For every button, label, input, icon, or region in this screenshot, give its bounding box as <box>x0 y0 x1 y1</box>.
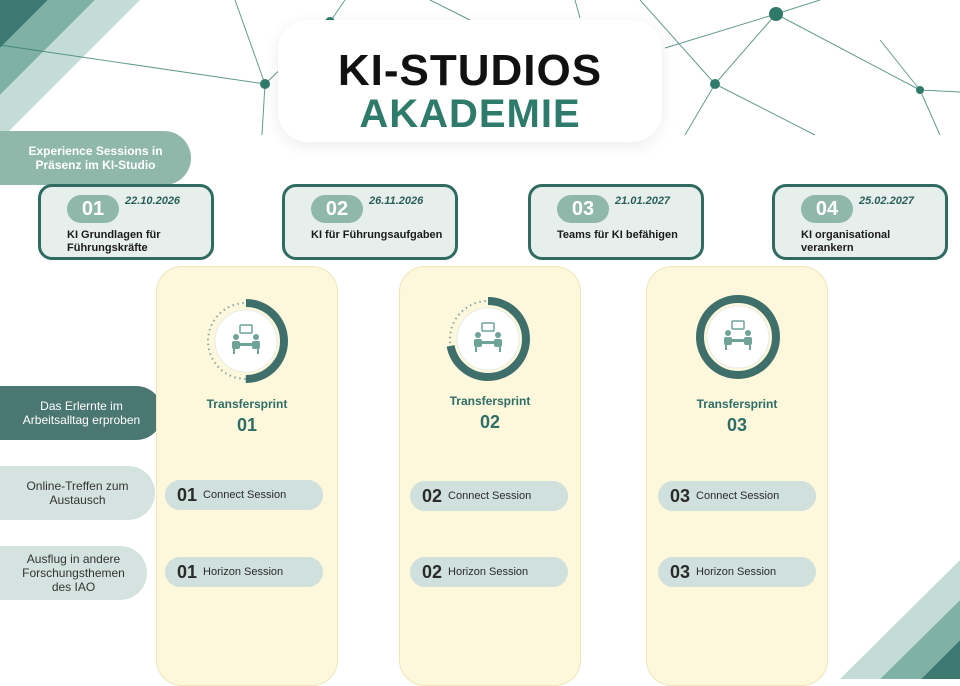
pill-label: Horizon Session <box>448 566 529 578</box>
connect-session-02: 02 Connect Session <box>410 481 568 511</box>
sprint-number: 02 <box>479 412 501 432</box>
corner-triangle <box>840 560 960 679</box>
pill-label: Connect Session <box>448 490 532 502</box>
progress-inner-circle <box>214 309 278 373</box>
session-card-01: 01 22.10.2026 KI Grundlagen für Führungs… <box>38 184 214 260</box>
session-number: 01 <box>67 195 119 223</box>
network-nodes <box>260 7 924 94</box>
title-box: KI-STUDIOS AKADEMIE <box>278 20 662 142</box>
session-title: KI für Führungsaufgaben <box>311 229 443 241</box>
title-ki-studios: KI-STUDIOS <box>337 46 603 95</box>
sprint-progress-1 <box>204 299 288 383</box>
pill-number: 03 <box>670 485 691 506</box>
progress-inner-circle <box>706 305 770 369</box>
pill-label: Horizon Session <box>696 566 777 578</box>
sprint-progress-2 <box>446 297 530 381</box>
session-title: Teams für KI befähigen <box>557 229 678 241</box>
progress-arc <box>446 297 530 381</box>
session-date: 22.10.2026 <box>125 195 181 207</box>
progress-arc <box>204 299 288 383</box>
pill-number: 02 <box>422 485 443 506</box>
session-number: 04 <box>801 195 853 223</box>
session-card-02: 02 26.11.2026 KI für Führungsaufgaben <box>282 184 458 260</box>
sprint-label: Transfersprint <box>449 394 531 408</box>
pill-label: Horizon Session <box>203 566 284 578</box>
meeting-icon <box>474 322 502 352</box>
label-ausflug: Ausflug in andere Forschungsthemen des I… <box>0 546 147 600</box>
sprint-progress-3 <box>696 295 780 379</box>
session-date: 25.02.2027 <box>859 195 915 207</box>
pill-label: Connect Session <box>696 490 780 502</box>
title-akademie: AKADEMIE <box>359 92 581 136</box>
sprint-number: 01 <box>236 415 258 435</box>
session-number: 03 <box>557 195 609 223</box>
session-title: KI organisational verankern <box>801 229 891 254</box>
session-date: 21.01.2027 <box>615 195 671 207</box>
connect-session-03: 03 Connect Session <box>658 481 816 511</box>
label-erlernte: Das Erlernte im Arbeitsalltag erproben <box>0 386 163 440</box>
label-experience-sessions: Experience Sessions in Präsenz im KI-Stu… <box>0 131 191 185</box>
sprint-number: 03 <box>726 415 748 435</box>
pill-label: Connect Session <box>203 489 287 501</box>
progress-arc <box>696 295 780 379</box>
sprint-label: Transfersprint <box>206 397 288 411</box>
horizon-session-03: 03 Horizon Session <box>658 557 816 587</box>
session-number: 02 <box>311 195 363 223</box>
meeting-icon <box>232 324 260 354</box>
progress-inner-circle <box>456 307 520 371</box>
pill-number: 01 <box>177 561 198 582</box>
connect-session-01: 01 Connect Session <box>165 480 323 510</box>
horizon-session-02: 02 Horizon Session <box>410 557 568 587</box>
pill-number: 01 <box>177 484 198 505</box>
session-card-03: 03 21.01.2027 Teams für KI befähigen <box>528 184 704 260</box>
session-title: KI Grundlagen für Führungskräfte <box>67 229 161 254</box>
label-online-treffen: Online-Treffen zum Austausch <box>0 466 155 520</box>
sprint-label: Transfersprint <box>696 397 778 411</box>
horizon-session-01: 01 Horizon Session <box>165 557 323 587</box>
corner-triangle <box>0 0 140 140</box>
pill-number: 03 <box>670 561 691 582</box>
session-card-04: 04 25.02.2027 KI organisational veranker… <box>772 184 948 260</box>
session-date: 26.11.2026 <box>369 195 424 207</box>
meeting-icon <box>724 320 752 350</box>
pill-number: 02 <box>422 561 443 582</box>
